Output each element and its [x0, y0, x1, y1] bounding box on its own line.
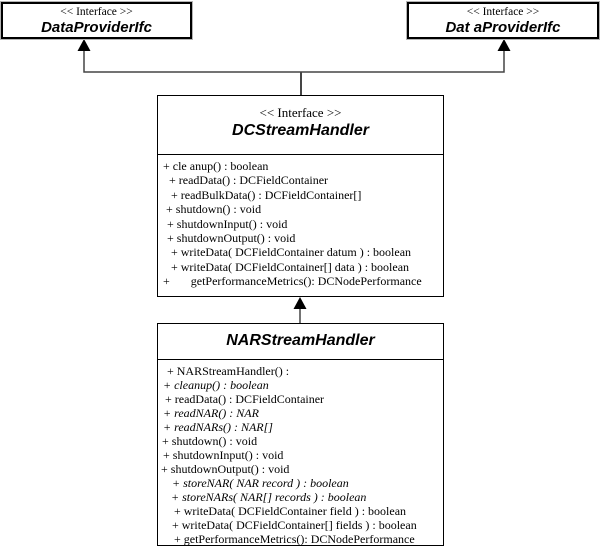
method-item: + writeData( DCFieldContainer field ) : … — [174, 504, 407, 518]
class-box-narstreamhandler: NARStreamHandler + NARStreamHandler() :+… — [157, 323, 444, 546]
class-box-dataproviderifc: << Interface >> DataProviderIfc — [0, 1, 193, 40]
class-name: NARStreamHandler — [226, 332, 375, 349]
method-item: + getPerformanceMetrics(): DCNodePerform… — [174, 532, 415, 546]
inheritance-arrowhead-icon — [497, 39, 511, 51]
method-item: + cle anup() : boolean — [163, 159, 269, 173]
method-item: + writeData( DCFieldContainer datum ) : … — [171, 245, 412, 260]
dc-methods-compartment: + cle anup() : boolean+ readData() : DCF… — [158, 155, 443, 289]
stereotype-label: << Interface >> — [60, 6, 133, 18]
nar-methods-compartment: + NARStreamHandler() :+ cleanup() : bool… — [158, 360, 443, 546]
stereotype-label: << Interface >> — [259, 105, 342, 120]
method-item: + writeData( DCFieldContainer[] data ) :… — [171, 259, 410, 274]
class-name: Dat aProviderIfc — [445, 19, 561, 36]
method-item: + shutdown() : void — [166, 202, 262, 217]
method-item: + writeData( DCFieldContainer[] fields )… — [172, 518, 417, 532]
class-title-compartment: << Interface >> DCStreamHandler — [158, 96, 443, 155]
inheritance-arrowhead-icon — [293, 297, 307, 309]
class-box-dat-aproviderifc: << Interface >> Dat aProviderIfc — [406, 1, 600, 40]
method-item: + NARStreamHandler() : — [167, 364, 290, 378]
method-item: + shutdown() : void — [162, 434, 258, 448]
method-item: + readData() : DCFieldContainer — [165, 392, 325, 406]
method-item: + storeNAR( NAR record ) : boolean — [172, 476, 349, 490]
method-item: + cleanup() : boolean — [163, 378, 269, 392]
generalization-line-top — [83, 49, 505, 73]
class-box-dcstreamhandler: << Interface >> DCStreamHandler + cle an… — [157, 95, 444, 297]
method-item: + storeNARs( NAR[] records ) : boolean — [171, 490, 367, 504]
method-item: + readNAR() : NAR — [163, 406, 259, 420]
method-item: + readData() : DCFieldContainer — [169, 173, 329, 188]
method-item: + shutdownOutput() : void — [161, 462, 290, 476]
method-item: + shutdownOutput() : void — [167, 231, 296, 246]
method-item: + shutdownInput() : void — [163, 448, 284, 462]
method-item: + getPerformanceMetrics(): DCNodePerform… — [163, 274, 422, 289]
class-name: DataProviderIfc — [41, 19, 152, 36]
inheritance-arrowhead-icon — [77, 39, 91, 51]
method-item: + readBulkData() : DCFieldContainer[] — [171, 187, 362, 202]
method-item: + shutdownInput() : void — [167, 216, 288, 231]
class-title-compartment: NARStreamHandler — [158, 324, 443, 360]
class-name: DCStreamHandler — [232, 122, 369, 139]
stereotype-label: << Interface >> — [466, 6, 540, 18]
method-item: + readNARs() : NAR[] — [163, 420, 273, 434]
